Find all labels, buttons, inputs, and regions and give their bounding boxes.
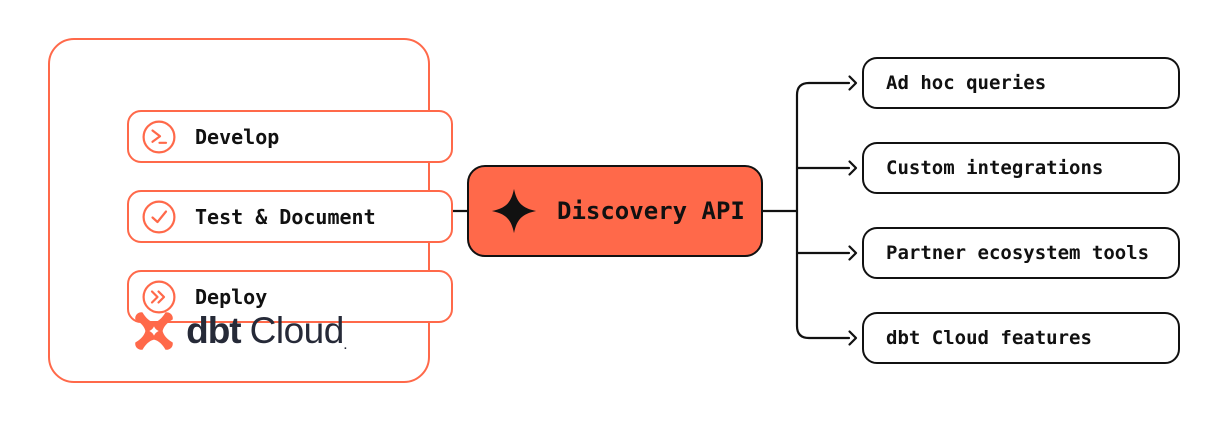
node-label: Develop — [195, 124, 280, 149]
arrowhead-icon — [848, 330, 858, 346]
deploy-arrows-icon — [142, 280, 176, 313]
connector-trunk — [795, 81, 811, 340]
node-custom-integrations: Custom integrations — [862, 142, 1180, 194]
logo-text-cloud: Cloud — [249, 310, 345, 351]
node-dbt-cloud-features: dbt Cloud features — [862, 312, 1180, 364]
node-label: Deploy — [195, 284, 268, 309]
dbt-cloud-panel: Develop Test & Document Deploy — [48, 38, 453, 383]
logo-text-dbt: dbt — [186, 310, 242, 351]
sparkle-icon — [491, 188, 537, 234]
node-label: dbt Cloud features — [886, 327, 1092, 349]
terminal-icon — [142, 120, 176, 153]
node-label: Discovery API — [557, 197, 745, 225]
dbt-logo-mark-icon — [135, 312, 173, 350]
node-label: Partner ecosystem tools — [886, 242, 1150, 264]
arrowhead-icon — [848, 75, 858, 91]
node-test-document: Test & Document — [127, 190, 453, 243]
node-label: Ad hoc queries — [886, 72, 1047, 94]
node-develop: Develop — [127, 110, 453, 163]
node-label: Custom integrations — [886, 157, 1104, 179]
logo-trademark: . — [343, 340, 347, 352]
arrowhead-icon — [848, 245, 858, 261]
node-label: Test & Document — [195, 204, 376, 229]
node-partner-ecosystem-tools: Partner ecosystem tools — [862, 227, 1180, 279]
node-deploy: Deploy — [127, 270, 453, 323]
dbt-cloud-logo: dbt Cloud . — [48, 300, 430, 362]
node-discovery-api: Discovery API — [467, 165, 763, 257]
check-icon — [142, 200, 176, 233]
node-ad-hoc-queries: Ad hoc queries — [862, 57, 1180, 109]
arrowhead-icon — [848, 160, 858, 176]
